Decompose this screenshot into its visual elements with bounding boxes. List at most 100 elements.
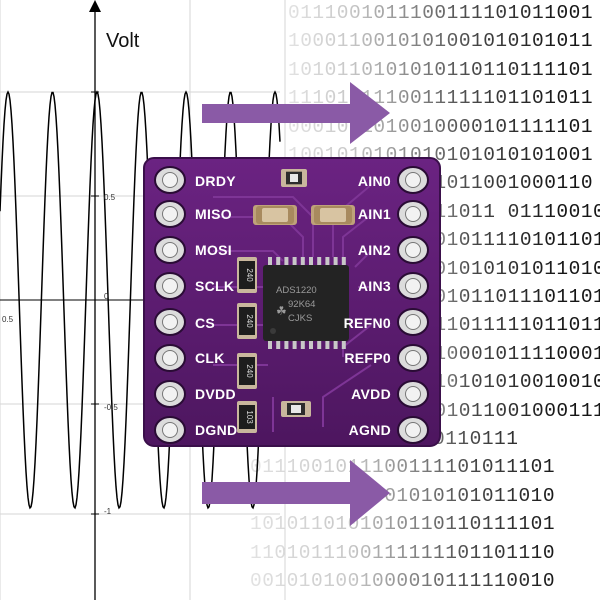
svg-text:103: 103 — [245, 410, 254, 424]
pin-label-ain0: AIN0 — [357, 173, 391, 189]
resistor: 103 — [237, 401, 257, 433]
ic-pin — [325, 341, 330, 349]
capacitor — [281, 169, 307, 187]
pin-label-drdy: DRDY — [195, 173, 236, 189]
binary-row: 0110101010010010101 — [410, 371, 600, 393]
ic-pin — [268, 341, 272, 349]
ic-pin — [325, 257, 330, 265]
board-graphic: 240 240 240 103 ADS1220 92K64 — [143, 157, 441, 447]
adc-chip — [263, 265, 349, 341]
binary-row: 1011011 0111001011101 — [410, 201, 600, 223]
pin-label-cs: CS — [195, 315, 216, 331]
pin-label-ain1: AIN1 — [357, 206, 391, 222]
pin-label-agnd: AGND — [348, 422, 391, 438]
y-tick-label: -1 — [104, 507, 112, 516]
pin-label-refp0: REFP0 — [344, 350, 391, 366]
header-hole — [162, 172, 178, 188]
ic-pin — [317, 341, 322, 349]
binary-row: 0111001011100111101011001 — [288, 2, 594, 24]
header-hole — [162, 314, 178, 330]
pin-label-dgnd: DGND — [195, 422, 238, 438]
ic-pins — [268, 257, 346, 349]
binary-row: 1010110101010110110111101 — [288, 58, 594, 81]
binary-row: 0010101001000010111110010 — [250, 570, 556, 592]
ic-pin — [284, 257, 289, 265]
pcb-traces — [213, 184, 372, 432]
header-hole — [405, 172, 421, 188]
y-tick-label: -0.5 — [104, 403, 118, 412]
ic-pin — [333, 257, 338, 265]
binary-row: 0101011110101101101 — [410, 229, 600, 251]
chip-label: CJKS — [288, 313, 312, 324]
y-tick-label: 0 — [104, 292, 109, 301]
ic-pin — [300, 341, 305, 349]
y-axis-arrow-icon — [89, 0, 101, 12]
adc-breakout-board: 240 240 240 103 ADS1220 92K64 — [143, 157, 441, 447]
pin-label-miso: MISO — [195, 206, 232, 222]
x-tick-label: 0.5 — [2, 315, 14, 324]
pin-label-ain2: AIN2 — [357, 242, 391, 258]
ic-pin — [309, 257, 313, 265]
header-hole — [405, 422, 421, 438]
binary-row: 1010110101010110110111101 — [250, 513, 556, 536]
binary-row: 1001011001000111001 — [410, 400, 600, 422]
ti-logo-icon: ☘ — [276, 304, 287, 318]
y-tick-label: 0.5 — [104, 193, 116, 202]
svg-text:240: 240 — [245, 364, 254, 378]
svg-text:240: 240 — [245, 314, 254, 328]
ic-pin — [276, 257, 281, 265]
pin1-marker — [270, 328, 276, 334]
header-hole — [405, 386, 421, 402]
pin-label-mosi: MOSI — [195, 242, 232, 258]
left-pin-header — [154, 166, 186, 444]
binary-row: 1011011111011011101 — [410, 314, 600, 336]
ic-pin — [317, 257, 322, 265]
pin-label-avdd: AVDD — [351, 386, 391, 402]
binary-row: 0111001011100111101011101 — [250, 456, 556, 479]
header-hole — [162, 422, 178, 438]
right-arrow-icon — [202, 460, 390, 526]
resistor: 240 — [237, 303, 257, 339]
header-hole — [162, 350, 178, 366]
right-arrow-icon — [202, 82, 390, 144]
y-axis-label: Volt — [106, 30, 140, 52]
pin-label-sclk: SCLK — [195, 278, 235, 294]
right-pin-header — [397, 166, 429, 444]
pin-label-ain3: AIN3 — [357, 278, 391, 294]
header-hole — [405, 242, 421, 258]
header-hole — [405, 350, 421, 366]
svg-text:240: 240 — [245, 268, 254, 282]
header-hole — [162, 386, 178, 402]
ic-pin — [341, 257, 346, 265]
capacitor — [253, 205, 297, 225]
ic-pin — [333, 341, 338, 349]
header-hole — [162, 278, 178, 294]
capacitor — [281, 401, 311, 417]
pin-label-clk: CLK — [195, 350, 225, 366]
ic-pin — [292, 257, 297, 265]
chip-label: ADS1220 — [276, 285, 317, 296]
ic-pin — [300, 257, 305, 265]
resistor: 240 — [237, 353, 257, 389]
binary-row: 1000110010101001010101011 — [288, 30, 594, 53]
header-hole — [162, 206, 178, 222]
ic-pin — [276, 341, 281, 349]
ic-pin — [341, 341, 346, 349]
ic-pin — [309, 341, 313, 349]
chip-label: 92K64 — [288, 299, 315, 310]
header-hole — [162, 242, 178, 258]
pin-label-dvdd: DVDD — [195, 386, 236, 402]
binary-row: 1101011100111111101101110 — [250, 541, 556, 564]
ic-pin — [268, 257, 272, 265]
ic-pin — [284, 341, 289, 349]
pin-label-refn0: REFN0 — [343, 315, 391, 331]
resistor: 240 — [237, 257, 257, 293]
capacitor — [311, 205, 355, 225]
header-hole — [405, 314, 421, 330]
binary-row: 0101011011101101011 — [410, 286, 600, 308]
header-hole — [405, 278, 421, 294]
